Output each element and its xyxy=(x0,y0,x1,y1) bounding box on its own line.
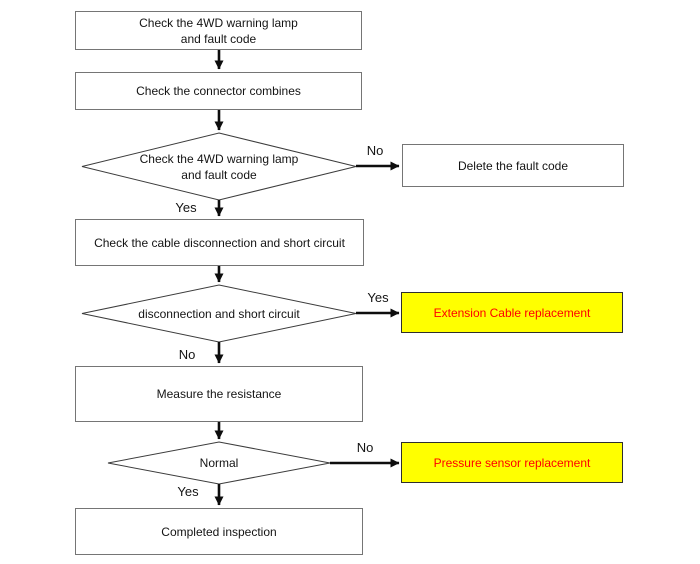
edge-label-decision3-no: No xyxy=(356,440,374,455)
process-box-check-connector: Check the connector combines xyxy=(75,72,362,110)
process-box-label-line1: Check the 4WD warning lamp xyxy=(139,15,298,30)
process-box-measure-resistance: Measure the resistance xyxy=(75,366,363,422)
decision-label: Normal xyxy=(199,456,239,470)
decision-label-line2: and fault code xyxy=(181,167,257,182)
edge-label-decision2-yes: Yes xyxy=(367,290,389,305)
process-box-label: Check the connector combines xyxy=(136,84,301,98)
decision-label-warning-lamp: Check the 4WD warning lamp and fault cod… xyxy=(92,137,346,196)
process-box-check-cable: Check the cable disconnection and short … xyxy=(75,219,364,266)
edge-label-decision2-no: No xyxy=(178,347,196,362)
decision-label: disconnection and short circuit xyxy=(138,306,300,321)
edge-label-decision1-no: No xyxy=(366,143,384,158)
process-box-label-line2: and fault code xyxy=(180,31,257,46)
decision-label-line1: Check the 4WD warning lamp xyxy=(139,151,299,166)
process-box-label: Delete the fault code xyxy=(457,158,569,173)
process-box-delete-fault-code: Delete the fault code xyxy=(402,144,624,187)
action-box-label: Extension Cable replacement xyxy=(433,305,591,320)
decision-label-disconnection: disconnection and short circuit xyxy=(92,287,346,340)
process-box-label: Check the cable disconnection and short … xyxy=(94,235,345,250)
decision-label-normal: Normal xyxy=(120,444,318,482)
edge-label-decision1-yes: Yes xyxy=(175,200,197,215)
edge-label-decision3-yes: Yes xyxy=(177,484,199,499)
action-box-extension-cable-replacement: Extension Cable replacement xyxy=(401,292,623,333)
action-box-label: Pressure sensor replacement xyxy=(433,455,591,470)
process-box-check-warning-lamp: Check the 4WD warning lamp and fault cod… xyxy=(75,11,362,50)
process-box-label: Measure the resistance xyxy=(156,387,282,401)
process-box-label: Completed inspection xyxy=(161,524,277,539)
process-box-completed-inspection: Completed inspection xyxy=(75,508,363,555)
action-box-pressure-sensor-replacement: Pressure sensor replacement xyxy=(401,442,623,483)
